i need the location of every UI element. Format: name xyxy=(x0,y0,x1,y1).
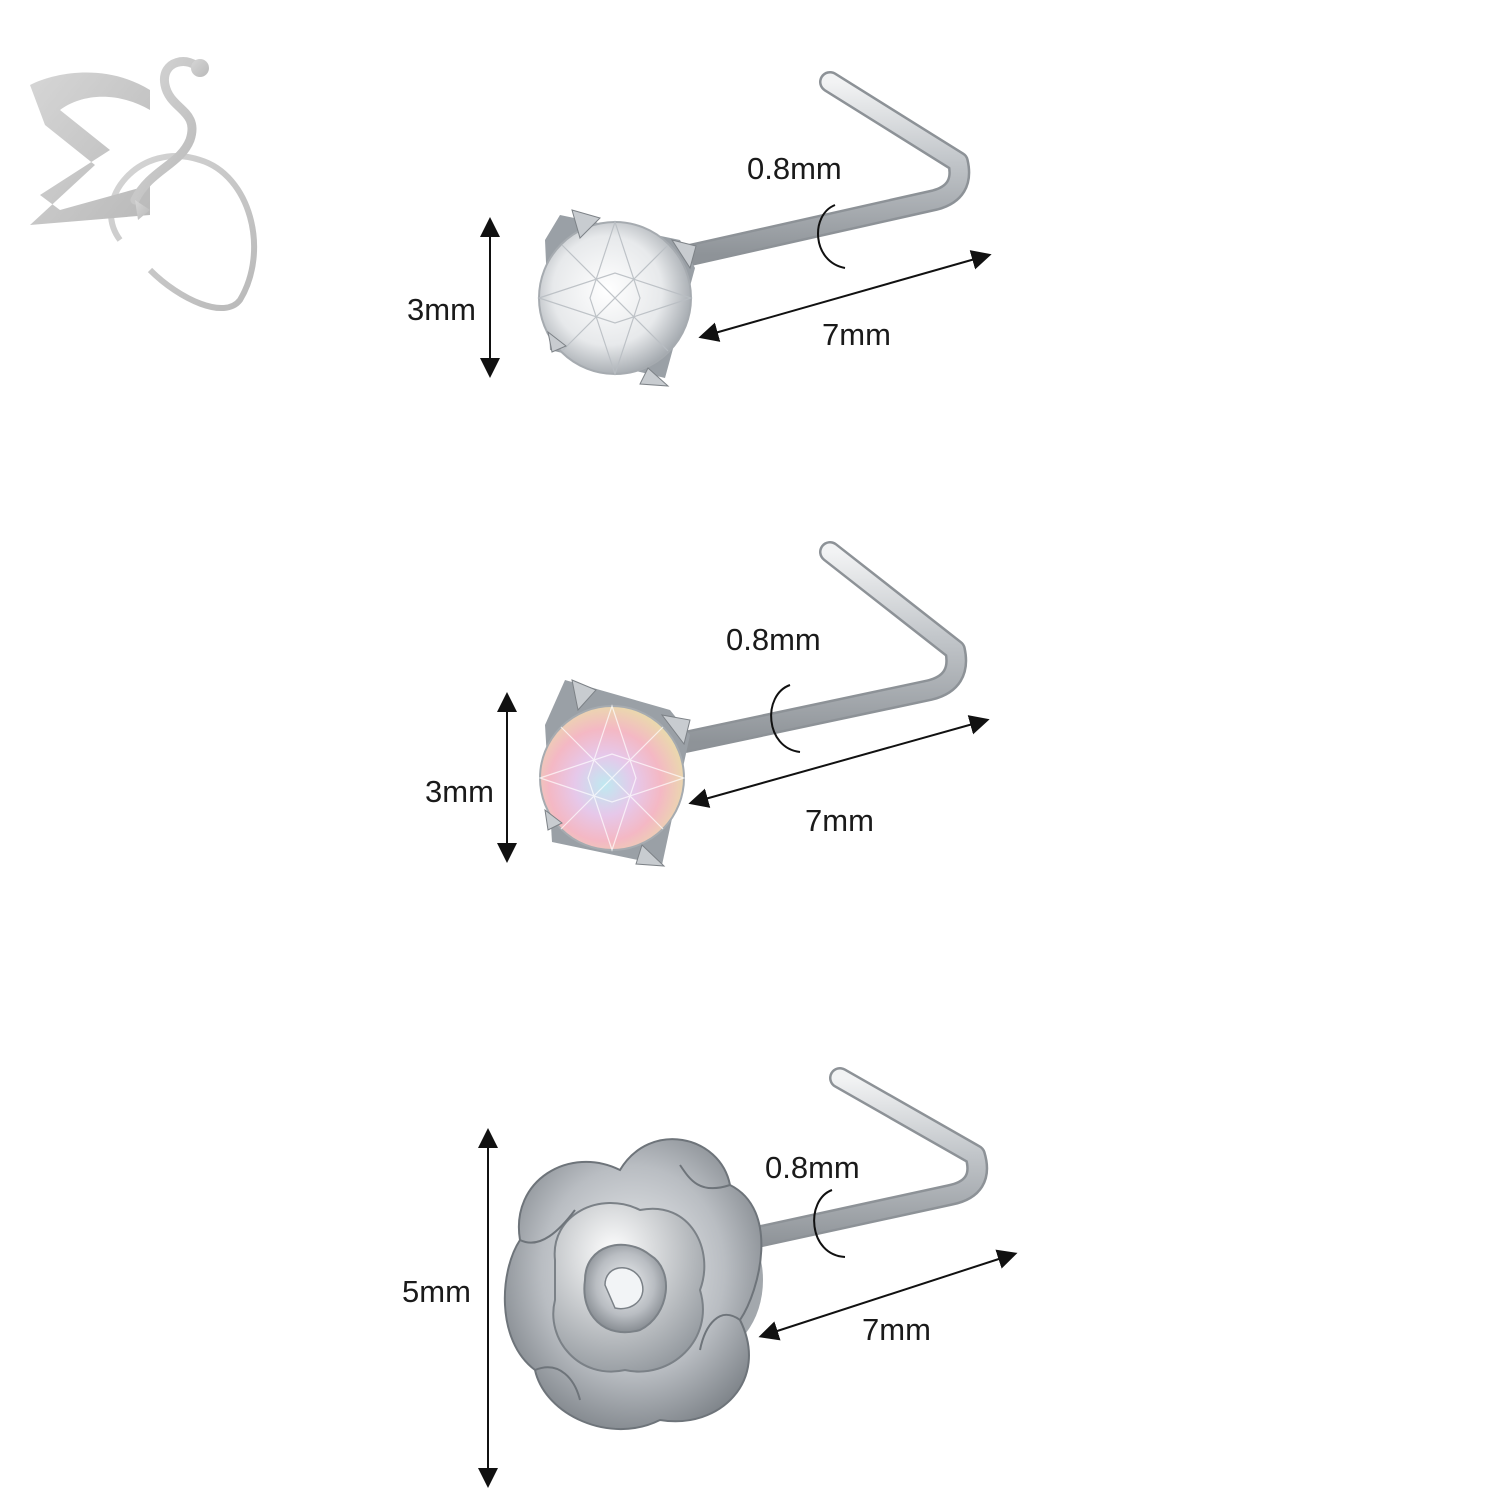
gauge-label: 0.8mm xyxy=(726,622,821,657)
rose-head xyxy=(503,1138,763,1430)
iridescent-crystal-head xyxy=(538,679,691,867)
product-clear-crystal: 0.8mm 7mm 3mm xyxy=(0,0,1500,420)
nose-stud-post xyxy=(674,541,968,753)
product-rose: 0.8mm 7mm 5mm xyxy=(0,1050,1500,1490)
clear-crystal-head xyxy=(537,209,697,387)
gauge-label: 0.8mm xyxy=(765,1150,860,1185)
head-size-label: 3mm xyxy=(425,774,494,809)
nose-stud-post xyxy=(679,71,971,266)
length-dimension-line xyxy=(698,250,992,342)
length-label: 7mm xyxy=(822,317,891,352)
length-dimension-line xyxy=(688,715,990,808)
product-ab-crystal: 0.8mm 7mm 3mm xyxy=(0,520,1500,880)
nose-stud-post xyxy=(709,1067,989,1256)
head-size-label: 5mm xyxy=(402,1274,471,1309)
length-label: 7mm xyxy=(862,1312,931,1347)
length-label: 7mm xyxy=(805,803,874,838)
head-size-label: 3mm xyxy=(407,292,476,327)
length-dimension-line xyxy=(758,1249,1018,1341)
gauge-label: 0.8mm xyxy=(747,151,842,186)
brand-logo xyxy=(0,0,280,320)
